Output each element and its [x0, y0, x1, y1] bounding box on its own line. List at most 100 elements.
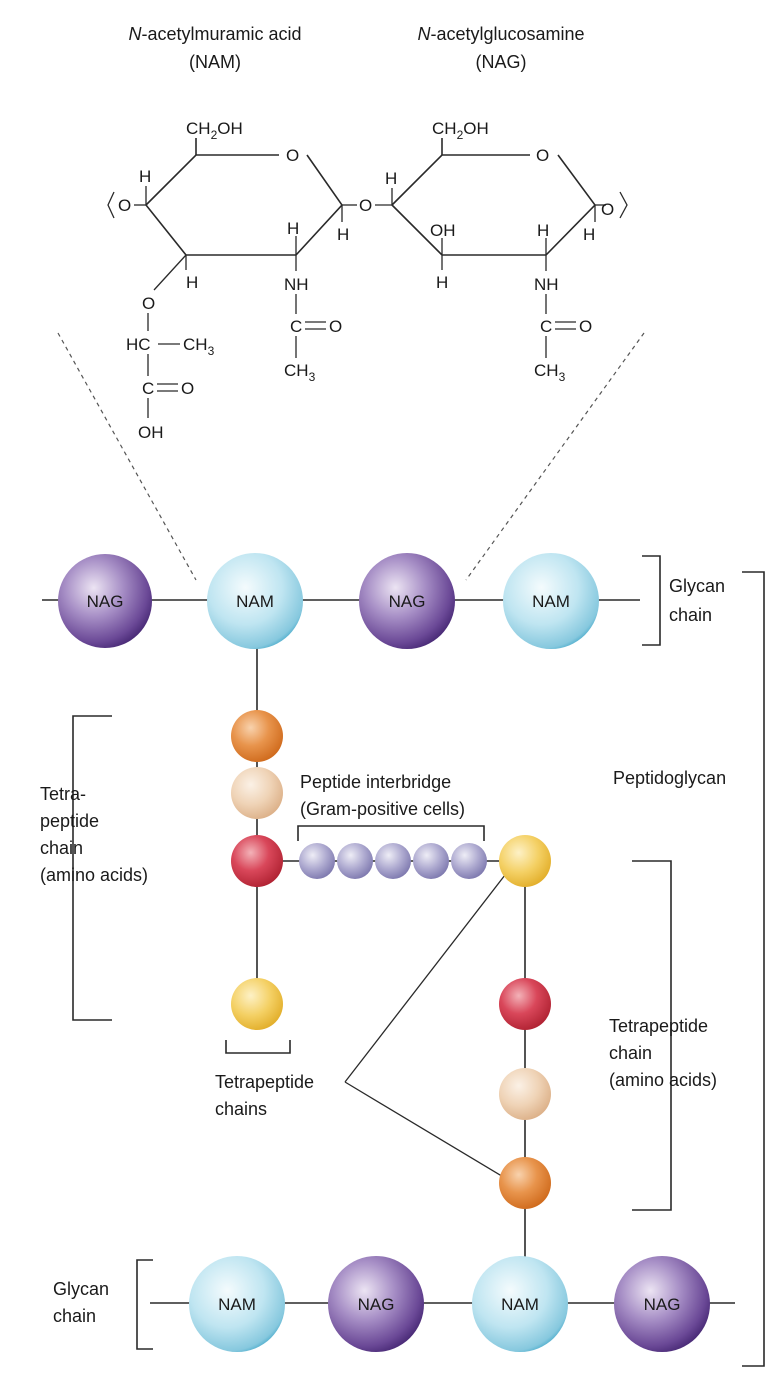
peptidoglycan-bracket — [742, 571, 765, 1367]
tetra-left-label-line4: (amino acids) — [40, 865, 148, 885]
sugar-ball-nam — [189, 1256, 285, 1352]
amino-acid-yellow — [231, 978, 283, 1030]
tetra-right-label-line3: (amino acids) — [609, 1070, 717, 1090]
tetrapeptide-right — [499, 835, 551, 1209]
nam-c4-h: H — [139, 167, 151, 186]
zoom-line-left — [57, 332, 197, 581]
interbridge-bracket — [297, 825, 485, 841]
text-labels: Glycan chain Peptidoglycan Tetra- peptid… — [40, 576, 726, 1326]
sugar-ball-nag — [58, 554, 152, 648]
tetrapeptide-left — [231, 710, 283, 1030]
interbridge — [299, 843, 487, 879]
sugar-ball-nam — [472, 1256, 568, 1352]
amino-acid-red — [499, 978, 551, 1030]
brackets — [72, 555, 765, 1367]
sugar-ball-nam — [503, 553, 599, 649]
nag-c3-oh: OH — [430, 221, 456, 240]
lactyl-oxygen: O — [142, 294, 155, 313]
nag-nh: NH — [534, 275, 559, 294]
nag-ring: CH2OH O H OH H H H NH C O CH3 — [385, 119, 628, 384]
tetra-left-bracket — [72, 715, 112, 1021]
sugar-label: NAM — [501, 1295, 539, 1314]
nag-acetyl-ch3: CH3 — [534, 361, 566, 384]
glycan-bottom-label-line2: chain — [53, 1306, 96, 1326]
tetra-left-label-line3: chain — [40, 838, 83, 858]
sugar-label: NAM — [532, 592, 570, 611]
bridge-unit — [299, 843, 335, 879]
glycosidic-oxygen-left: O — [118, 196, 131, 215]
tetra-chains-label-line1: Tetrapeptide — [215, 1072, 314, 1092]
nag-abbreviation: (NAG) — [476, 52, 527, 72]
nag-ch2oh: CH2OH — [432, 119, 489, 142]
lactyl-hc: HC — [126, 335, 151, 354]
bridge-unit — [337, 843, 373, 879]
glycan-bottom-bracket — [136, 1259, 153, 1350]
nam-c3-h: H — [186, 273, 198, 292]
sugar-label: NAM — [236, 592, 274, 611]
sugar-ball-nag — [614, 1256, 710, 1352]
nag-full-name: N-acetylglucosamine — [417, 24, 584, 44]
glycosidic-oxygen-right: O — [601, 200, 614, 219]
nam-carbonyl-o: O — [329, 317, 342, 336]
amino-acid-peach — [231, 767, 283, 819]
tetra-chains-bracket — [225, 1040, 291, 1054]
lactyl-carbonyl-c: C — [142, 379, 154, 398]
bridge-unit — [375, 843, 411, 879]
peptidoglycan-label: Peptidoglycan — [613, 768, 726, 788]
chemical-structure: CH2OH O H H H H NH C O CH3 O — [107, 119, 628, 442]
zoom-line-right — [465, 332, 645, 581]
sugar-label: NAM — [218, 1295, 256, 1314]
glycan-bottom-label-line1: Glycan — [53, 1279, 109, 1299]
sugar-label: NAG — [644, 1295, 681, 1314]
interbridge-label-line2: (Gram-positive cells) — [300, 799, 465, 819]
glycosidic-oxygen-middle: O — [359, 196, 372, 215]
tetra-left-label-line1: Tetra- — [40, 784, 86, 804]
amino-acid-red — [231, 835, 283, 887]
lactyl-carbonyl-o: O — [181, 379, 194, 398]
nam-ch2oh: CH2OH — [186, 119, 243, 142]
nag-carbonyl-o: O — [579, 317, 592, 336]
nag-c3-h: H — [436, 273, 448, 292]
amino-acid-peach — [499, 1068, 551, 1120]
bridge-unit — [413, 843, 449, 879]
nag-ring-oxygen: O — [536, 146, 549, 165]
nam-ring-oxygen: O — [286, 146, 299, 165]
sugar-label: NAG — [87, 592, 124, 611]
nag-carbonyl-c: C — [540, 317, 552, 336]
nam-full-name: N-acetylmuramic acid — [128, 24, 301, 44]
sugar-ball-nag — [328, 1256, 424, 1352]
connector-lines — [42, 599, 735, 1304]
glycan-chain-bottom: NAM NAG NAM NAG — [189, 1256, 710, 1352]
lactyl-oh: OH — [138, 423, 164, 442]
sugar-ball-nag — [359, 553, 455, 649]
sugar-ball-nam — [207, 553, 303, 649]
nag-c1-h: H — [583, 225, 595, 244]
nam-c2-h: H — [287, 219, 299, 238]
amino-acid-orange — [231, 710, 283, 762]
glycan-top-bracket — [642, 555, 661, 646]
amino-acid-yellow — [499, 835, 551, 887]
tetra-right-bracket — [632, 860, 672, 1211]
tetra-right-label-line1: Tetrapeptide — [609, 1016, 708, 1036]
nam-c1-h: H — [337, 225, 349, 244]
sugar-label: NAG — [389, 592, 426, 611]
nag-c2-h: H — [537, 221, 549, 240]
nam-carbonyl-c: C — [290, 317, 302, 336]
tetra-chains-label-line2: chains — [215, 1099, 267, 1119]
tetra-right-label-line2: chain — [609, 1043, 652, 1063]
interbridge-label-line1: Peptide interbridge — [300, 772, 451, 792]
tetra-left-label-line2: peptide — [40, 811, 99, 831]
nam-nh: NH — [284, 275, 309, 294]
nag-c4-h: H — [385, 169, 397, 188]
amino-acid-orange — [499, 1157, 551, 1209]
nam-acetyl-ch3: CH3 — [284, 361, 316, 384]
bridge-unit — [451, 843, 487, 879]
nam-ring: CH2OH O H H H H NH C O CH3 O — [107, 119, 349, 442]
nam-abbreviation: (NAM) — [189, 52, 241, 72]
glycan-top-label-line2: chain — [669, 605, 712, 625]
lactyl-ch3: CH3 — [183, 335, 215, 358]
glycan-chain-top: NAG NAM NAG NAM — [58, 553, 599, 649]
glycan-top-label-line1: Glycan — [669, 576, 725, 596]
sugar-label: NAG — [358, 1295, 395, 1314]
